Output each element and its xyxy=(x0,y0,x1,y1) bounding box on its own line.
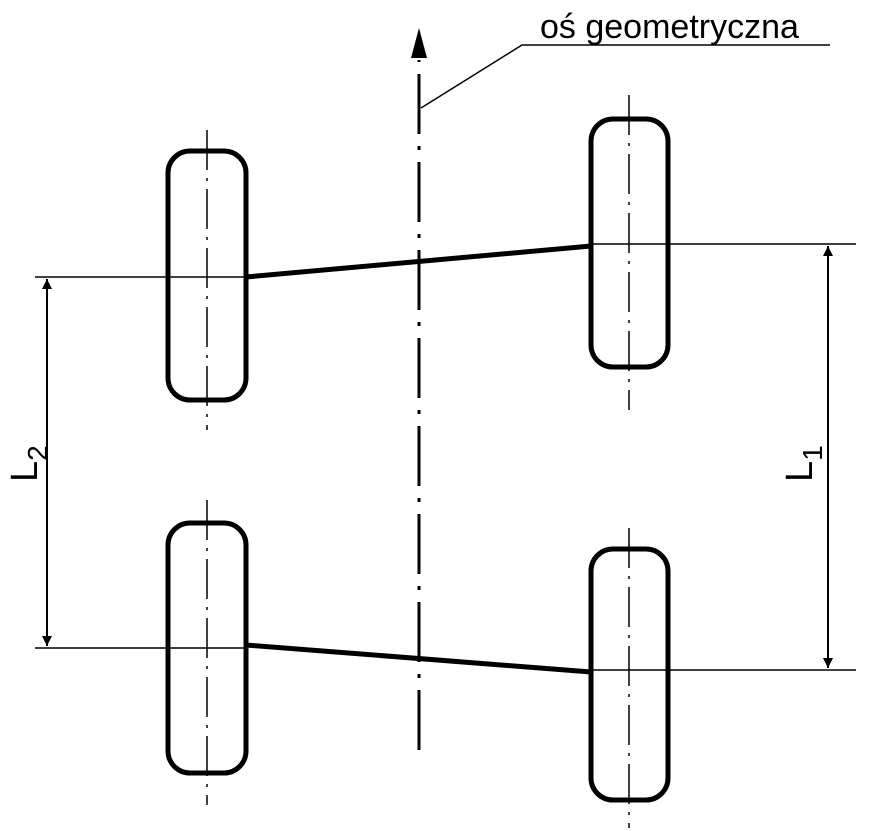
axle-bottom xyxy=(245,642,592,675)
leader-line xyxy=(420,44,830,109)
axis-arrow-icon xyxy=(411,28,427,58)
wheel-rear-right xyxy=(588,116,671,370)
wheel-centerlines xyxy=(206,95,630,828)
label-l2: L2 xyxy=(4,445,53,482)
axle-top xyxy=(245,243,592,280)
axis-label: oś geometryczna xyxy=(540,8,799,46)
label-l1: L1 xyxy=(779,445,828,482)
wheel-front-right xyxy=(588,546,671,803)
extension-lines xyxy=(35,243,856,671)
